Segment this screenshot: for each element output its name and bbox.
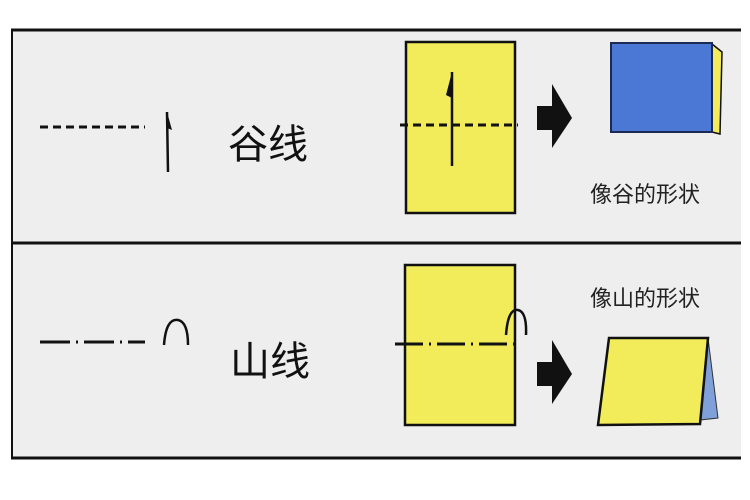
valley-fold-row: 谷线 像谷的形状 (40, 40, 723, 215)
mountain-fold-row: 山线 像山的形状 (40, 263, 719, 427)
valley-fold-arrow-icon (446, 72, 454, 166)
mountain-shape-caption: 像山的形状 (590, 287, 700, 312)
valley-fold-arrow-icon (165, 111, 172, 173)
mountain-fold-arrow-icon (162, 318, 190, 346)
valley-folded-paper (610, 42, 713, 133)
mountain-folded-paper (596, 336, 710, 427)
right-arrow-icon (537, 84, 572, 148)
paper-before-valley-fold (404, 40, 517, 215)
valley-shape-caption: 像谷的形状 (590, 183, 700, 208)
mountain-fold-arrow-icon (504, 308, 528, 336)
valley-line-label: 谷线 (228, 122, 308, 168)
mountain-line-label: 山线 (230, 339, 310, 385)
paper-back-flap (711, 42, 723, 135)
right-arrow-icon (537, 340, 572, 404)
